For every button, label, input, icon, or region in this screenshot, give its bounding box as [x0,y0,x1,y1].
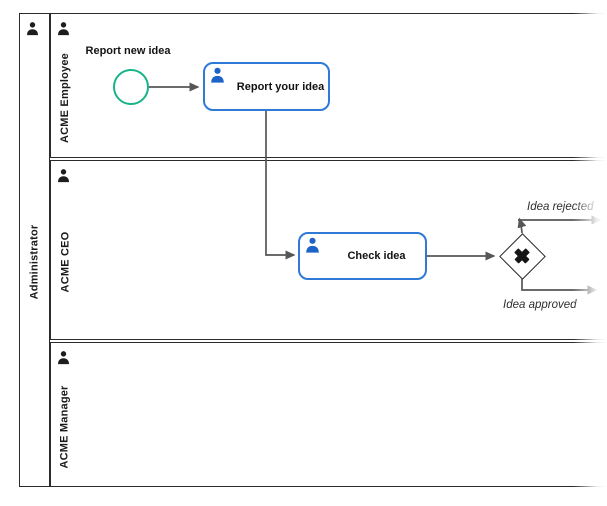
lane-person-icon [57,21,70,36]
user-task-person-icon [305,237,320,253]
user-task-check-idea[interactable]: Check idea [298,232,427,280]
start-event[interactable] [113,69,149,105]
lane-acme-manager[interactable]: ACME Manager [50,342,607,487]
participant-person-icon [26,21,39,36]
pool-name: Administrator [28,224,40,300]
task-label: Check idea [347,250,406,262]
flow-label-idea-rejected: Idea rejected [527,201,594,213]
start-event-label: Report new idea [85,45,171,57]
lane-name: ACME Manager [59,384,71,469]
task-label: Report your idea [236,80,325,93]
lane-name: ACME CEO [59,231,72,293]
user-task-report-your-idea[interactable]: Report your idea [203,62,330,111]
flow-label-idea-approved: Idea approved [503,299,577,311]
lane-person-icon [57,350,70,365]
pool-administrator[interactable]: Administrator [19,13,50,487]
lane-person-icon [57,168,70,183]
lane-name: ACME Employee [59,52,72,143]
user-task-person-icon [210,67,225,83]
